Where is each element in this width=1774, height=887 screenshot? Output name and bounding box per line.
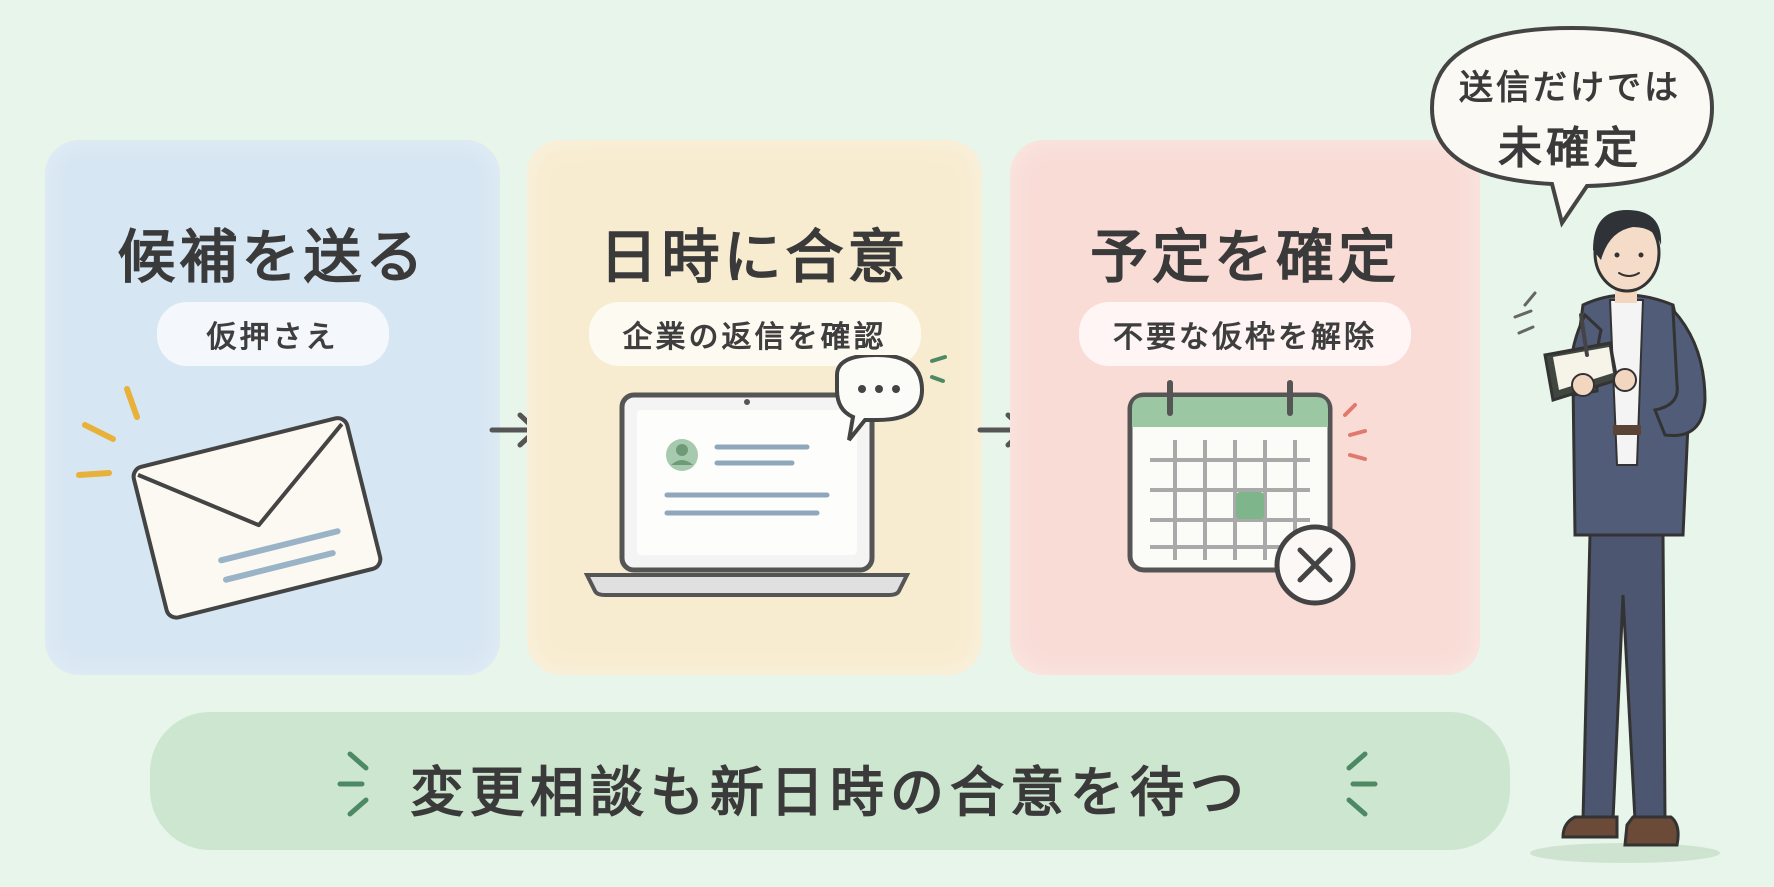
speech-bubble-line2: 未確定 — [1498, 123, 1642, 174]
sparkle-right-icon — [1346, 751, 1378, 817]
speech-bubble-line1: 送信だけでは — [1459, 68, 1681, 108]
businessman-illustration — [1513, 210, 1720, 863]
step-card-send-candidates: 候補を送る 仮押さえ — [45, 140, 500, 675]
step-subtitle: 不要な仮枠を解除 — [1079, 302, 1411, 366]
step-title: 予定を確定 — [1089, 223, 1400, 291]
step-card-agree-datetime: 日時に合意 企業の返信を確認 — [527, 140, 982, 675]
bottom-banner: 変更相談も新日時の合意を待つ — [150, 712, 1510, 850]
sparkle-left-icon — [337, 751, 369, 817]
banner-text: 変更相談も新日時の合意を待つ — [410, 761, 1250, 824]
laptop-chat-icon — [583, 355, 947, 597]
step-title: 候補を送る — [117, 223, 428, 291]
speech-bubble — [1429, 25, 1715, 228]
envelope-icon — [76, 386, 383, 620]
step-subtitle: 仮押さえ — [156, 302, 389, 366]
step-card-confirm-schedule: 予定を確定 不要な仮枠を解除 — [1010, 140, 1480, 675]
calendar-cancel-icon — [1127, 380, 1367, 606]
step-title: 日時に合意 — [599, 223, 910, 291]
